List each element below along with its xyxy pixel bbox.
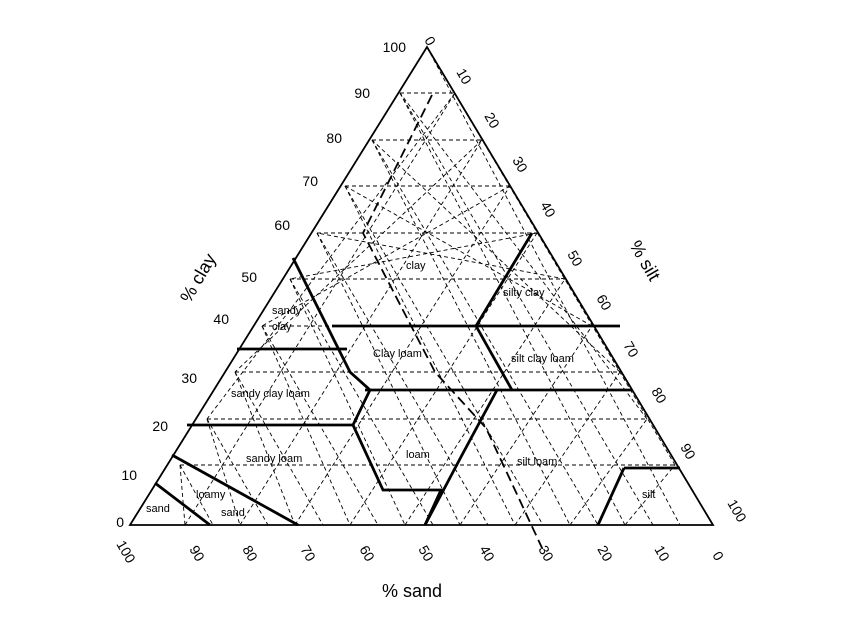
sand-tick: 40 bbox=[476, 543, 498, 565]
region-silt-loam: silt loam bbox=[517, 456, 557, 468]
sand-tick: 20 bbox=[594, 543, 616, 565]
triangle-outline bbox=[128, 45, 715, 526]
region-silty-clay: silty clay bbox=[503, 287, 545, 299]
clay-tick: 90 bbox=[354, 85, 370, 101]
silt-axis-ticks: 0 10 20 30 40 50 60 70 80 90 100 bbox=[421, 34, 750, 525]
clay-tick: 10 bbox=[121, 467, 137, 483]
sand-tick: 100 bbox=[113, 538, 139, 566]
silt-tick: 100 bbox=[724, 497, 750, 525]
clay-tick: 80 bbox=[326, 130, 342, 146]
sand-tick: 70 bbox=[297, 543, 319, 565]
region-sandy-loam: sandy loam bbox=[246, 453, 302, 465]
silt-tick: 50 bbox=[564, 248, 586, 270]
clay-tick: 100 bbox=[383, 39, 407, 55]
region-sand: sand bbox=[146, 503, 170, 515]
region-loam: loam bbox=[406, 449, 430, 461]
region-sandy-clay-line2: clay bbox=[272, 321, 292, 333]
clay-axis-ticks: 0 10 20 30 40 50 60 70 80 90 100 bbox=[116, 39, 406, 530]
region-sandy-clay-line1: sandy bbox=[272, 305, 302, 317]
silt-tick: 20 bbox=[481, 110, 503, 132]
silt-tick: 30 bbox=[509, 154, 531, 176]
region-labels: clay silty clay sandy clay Clay loam sil… bbox=[146, 260, 655, 519]
clay-tick: 30 bbox=[181, 370, 197, 386]
sand-tick: 80 bbox=[239, 543, 261, 565]
sand-tick: 30 bbox=[535, 543, 557, 565]
silt-tick: 70 bbox=[620, 339, 642, 361]
silt-tick: 80 bbox=[648, 385, 670, 407]
clay-tick: 50 bbox=[241, 269, 257, 285]
region-loamy-sand-line2: sand bbox=[221, 507, 245, 519]
region-clay: clay bbox=[406, 260, 426, 272]
silt-tick: 10 bbox=[453, 66, 475, 88]
clay-tick: 70 bbox=[302, 173, 318, 189]
sand-tick: 90 bbox=[186, 543, 208, 565]
sand-tick: 0 bbox=[709, 549, 727, 564]
clay-tick: 40 bbox=[213, 311, 229, 327]
silt-tick: 90 bbox=[677, 441, 699, 463]
silt-tick: 60 bbox=[593, 292, 615, 314]
silt-tick: 40 bbox=[537, 199, 559, 221]
silt-axis-title: % silt bbox=[626, 237, 665, 284]
region-clay-loam: Clay loam bbox=[373, 348, 422, 360]
region-loamy-sand-line1: loamy bbox=[196, 489, 226, 501]
region-silt: silt bbox=[642, 489, 655, 501]
sand-axis-ticks: 100 90 80 70 60 50 40 30 20 10 0 bbox=[113, 538, 727, 566]
silt-tick: 0 bbox=[421, 34, 439, 49]
sand-tick: 50 bbox=[415, 543, 437, 565]
clay-tick: 60 bbox=[274, 217, 290, 233]
sand-tick: 60 bbox=[356, 543, 378, 565]
class-boundaries bbox=[154, 232, 680, 527]
region-sandy-clay-loam: sandy clay loam bbox=[231, 388, 310, 400]
clay-tick: 20 bbox=[152, 418, 168, 434]
clay-axis-title: % clay bbox=[176, 250, 220, 306]
region-silt-clay-loam: silt clay loam bbox=[511, 353, 574, 365]
sand-axis-title: % sand bbox=[382, 581, 442, 601]
clay-tick: 0 bbox=[116, 514, 124, 530]
sand-tick: 10 bbox=[651, 543, 673, 565]
